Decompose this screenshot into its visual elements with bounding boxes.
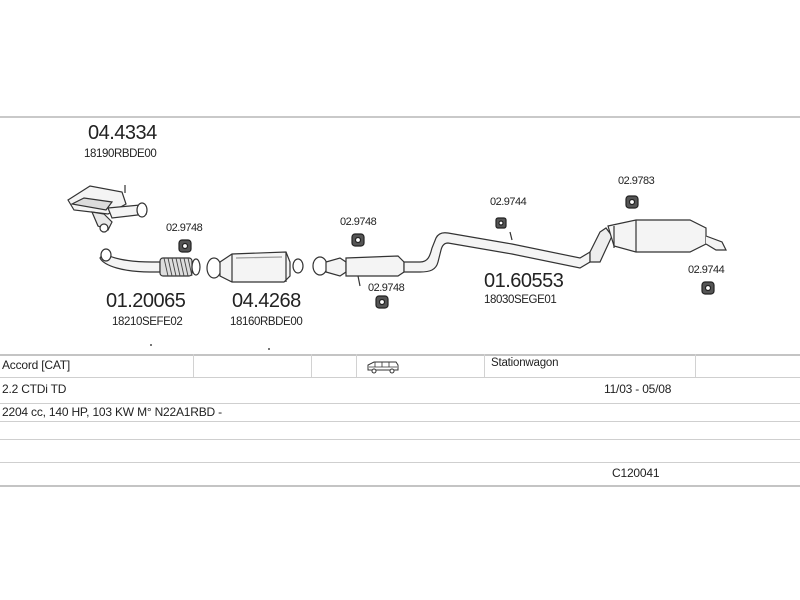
mount-label-m6: 02.9744 bbox=[688, 264, 725, 276]
column-divider bbox=[695, 354, 696, 377]
mount-label-m4: 02.9744 bbox=[490, 196, 527, 208]
oem-number-flex-pipe: 18210SEFE02 bbox=[112, 316, 183, 328]
table-line bbox=[0, 439, 800, 440]
part-number-rear-section: 01.60553 bbox=[484, 270, 564, 292]
divider-dot bbox=[150, 344, 152, 346]
mount-m5 bbox=[625, 195, 639, 209]
oem-number-front-pipe: 18190RBDE00 bbox=[84, 148, 157, 160]
body-type: Stationwagon bbox=[491, 357, 559, 369]
engine-name: 2.2 CTDi TD bbox=[2, 382, 67, 396]
mount-m2 bbox=[351, 233, 365, 247]
mount-label-m2: 02.9748 bbox=[340, 216, 377, 228]
catalogue-code: C120041 bbox=[612, 466, 660, 480]
part-number-front-pipe: 04.4334 bbox=[88, 122, 157, 144]
engine-specs: 2204 cc, 140 HP, 103 KW M° N22A1RBD - bbox=[2, 405, 222, 419]
mount-label-m1: 02.9748 bbox=[166, 222, 203, 234]
table-line bbox=[0, 462, 800, 463]
mount-m4 bbox=[495, 217, 507, 229]
table-line bbox=[0, 485, 800, 487]
rear-section-part bbox=[312, 219, 727, 287]
mount-m3 bbox=[375, 295, 389, 309]
vehicle-model: Accord [CAT] bbox=[2, 358, 71, 372]
exhaust-parts-drawing bbox=[67, 185, 727, 309]
oem-number-rear-section: 18030SEGE01 bbox=[484, 294, 557, 306]
table-line bbox=[0, 403, 800, 404]
mount-label-m3: 02.9748 bbox=[368, 282, 405, 294]
flex-pipe-part bbox=[99, 248, 201, 277]
table-line bbox=[0, 421, 800, 422]
production-years: 11/03 - 05/08 bbox=[604, 382, 672, 396]
column-divider bbox=[356, 354, 357, 377]
column-divider bbox=[311, 354, 312, 377]
mount-m1 bbox=[178, 239, 192, 253]
mount-label-m5: 02.9783 bbox=[618, 175, 655, 187]
oem-number-catalyst: 18160RBDE00 bbox=[230, 316, 303, 328]
divider-dot bbox=[268, 348, 270, 350]
mount-parts bbox=[178, 195, 715, 309]
exhaust-diagram: 04.4334 18190RBDE00 01.20065 18210SEFE02… bbox=[0, 116, 800, 350]
column-divider bbox=[193, 354, 194, 377]
table-line bbox=[0, 377, 800, 378]
mount-m6 bbox=[701, 281, 715, 295]
station-wagon-icon bbox=[367, 361, 399, 374]
diagram-top-border bbox=[0, 116, 800, 118]
table-line bbox=[0, 354, 800, 356]
part-number-flex-pipe: 01.20065 bbox=[106, 290, 186, 312]
part-number-catalyst: 04.4268 bbox=[232, 290, 301, 312]
front-pipe-part bbox=[67, 185, 148, 233]
column-divider bbox=[484, 354, 485, 377]
catalyst-part bbox=[206, 251, 304, 283]
